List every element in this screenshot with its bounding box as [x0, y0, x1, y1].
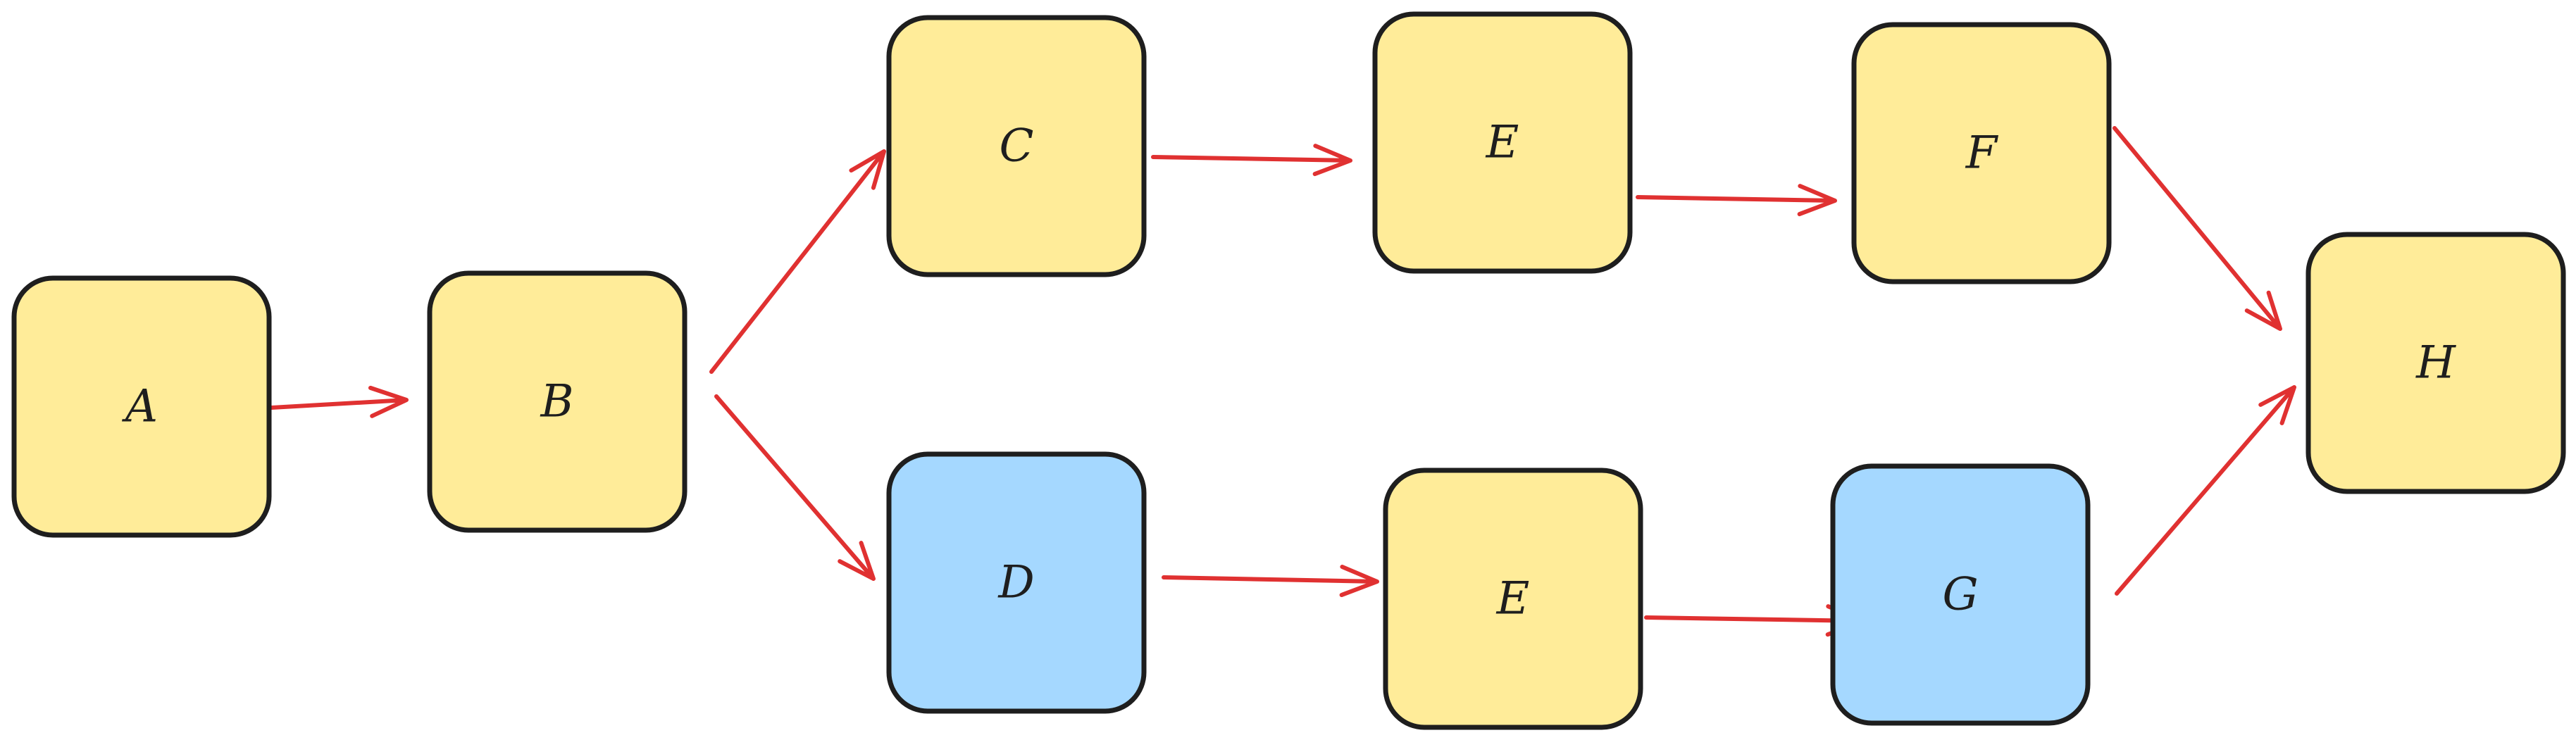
- arrow-a-b: [256, 385, 409, 418]
- arrow-d-e2: [1162, 565, 1379, 598]
- node-label: E: [1486, 117, 1519, 169]
- arrow-e1-f: [1636, 184, 1837, 217]
- nodes-layer: A B C E F H D E G: [11, 11, 2566, 730]
- node-box: [1372, 11, 1633, 274]
- node-box: [2306, 232, 2566, 494]
- node-e1: E: [1372, 11, 1633, 274]
- node-label: A: [122, 381, 158, 433]
- node-box: [886, 15, 1147, 277]
- node-label: D: [997, 557, 1034, 609]
- node-a: A: [11, 275, 272, 538]
- node-b: B: [427, 270, 687, 533]
- node-g: G: [1830, 463, 2091, 726]
- node-label: C: [1000, 120, 1034, 173]
- arrow-b-d: [714, 394, 876, 581]
- node-box: [11, 275, 272, 538]
- node-f: F: [1851, 22, 2112, 284]
- node-d: D: [886, 451, 1147, 714]
- node-label: F: [1965, 127, 1999, 180]
- node-box: [1383, 468, 1643, 730]
- node-box: [427, 270, 687, 533]
- node-label: H: [2415, 337, 2456, 389]
- edges-layer: [256, 126, 2296, 637]
- arrow-b-c: [709, 149, 886, 374]
- node-c: C: [886, 15, 1147, 277]
- node-box: [1830, 463, 2091, 726]
- arrow-f-h: [2113, 126, 2282, 331]
- node-label: E: [1496, 573, 1530, 625]
- node-e2: E: [1383, 468, 1643, 730]
- node-box: [1851, 22, 2112, 284]
- arrow-g-h: [2115, 385, 2296, 596]
- node-box: [886, 451, 1147, 714]
- node-label: G: [1942, 569, 1978, 621]
- arrow-c-e1: [1151, 144, 1352, 177]
- node-h: H: [2306, 232, 2566, 494]
- node-label: B: [540, 376, 573, 428]
